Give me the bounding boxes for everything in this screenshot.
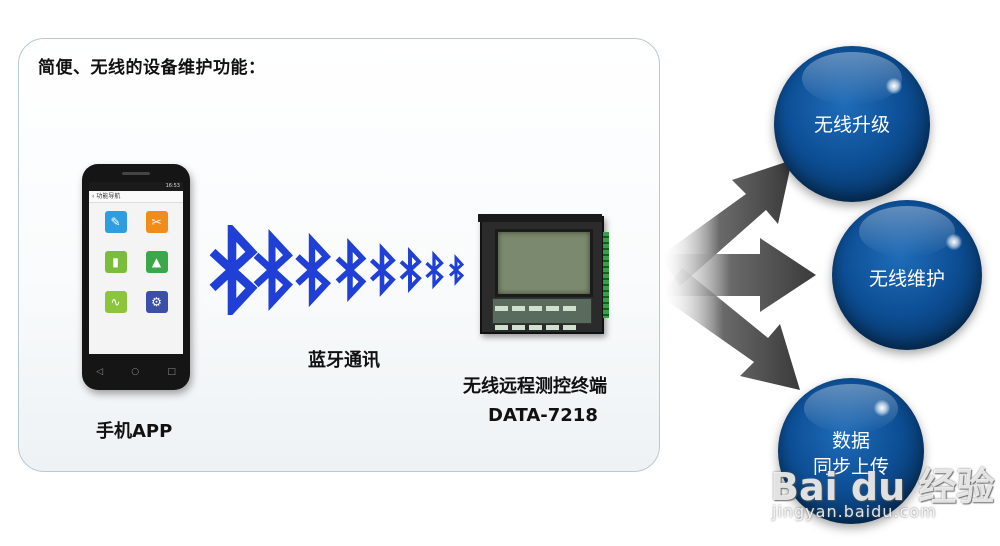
device-terminal-block — [603, 232, 609, 318]
phone-screen: 16:53 ‹ 功能导航 ✎ ✂ ▮ ▲ ∿ ⚙ — [89, 182, 183, 354]
fan-out-arrows — [660, 160, 816, 390]
app-tile: ▮ — [95, 251, 136, 282]
bluetooth-icon-2 — [253, 229, 293, 311]
device-button-panel — [492, 298, 592, 330]
app-icon-0: ✎ — [104, 211, 127, 233]
bluetooth-icon-5 — [369, 243, 396, 297]
phone-status-bar: 16:53 — [89, 182, 183, 191]
circle-wireless-upgrade: 无线升级 — [774, 46, 930, 202]
app-tile: ∿ — [95, 291, 136, 322]
recent-key-icon: □ — [167, 367, 176, 377]
device-name-label: 无线远程测控终端 — [463, 376, 607, 397]
app-icon-4: ∿ — [104, 291, 127, 313]
phone-nav-title: 功能导航 — [96, 193, 121, 200]
phone-label: 手机APP — [96, 421, 173, 442]
baidu-watermark-logo: Bai du 经验 — [770, 465, 995, 509]
app-tile: ▲ — [136, 251, 177, 282]
circle-wireless-maintenance: 无线维护 — [832, 200, 982, 350]
bluetooth-icon-6 — [399, 246, 422, 294]
shine-highlight — [874, 400, 890, 416]
bluetooth-icon-3 — [295, 232, 332, 308]
baidu-watermark-url: jingyan.baidu.com — [772, 502, 937, 521]
shine-highlight — [946, 234, 962, 250]
circle-label-data: 数据 — [831, 430, 870, 452]
bluetooth-icon-1 — [209, 225, 258, 315]
device-model-label: DATA-7218 — [488, 405, 598, 426]
device-top-bracket — [478, 214, 602, 222]
circle-label-maintenance: 无线维护 — [868, 268, 945, 290]
circle-label-sync: 同步上传 — [812, 456, 889, 478]
phone-app-grid: ✎ ✂ ▮ ▲ ∿ ⚙ — [89, 203, 183, 330]
home-key-icon: ○ — [131, 367, 140, 377]
back-key-icon: ◁ — [96, 367, 104, 377]
app-tile: ✂ — [136, 211, 177, 242]
phone-nav-keys: ◁ ○ □ — [82, 360, 190, 384]
app-icon-2: ▮ — [104, 251, 127, 273]
app-tile: ⚙ — [136, 291, 177, 322]
phone-speaker — [122, 172, 150, 175]
bluetooth-icon-8 — [448, 254, 465, 286]
bluetooth-icon-7 — [425, 250, 444, 290]
device-lcd-screen — [495, 229, 593, 297]
circle-data-sync: 数据 同步上传 — [778, 378, 924, 524]
arrow-down-right — [660, 268, 800, 390]
shine-highlight — [886, 78, 902, 94]
bluetooth-icon-4 — [335, 237, 367, 303]
bluetooth-label: 蓝牙通讯 — [308, 350, 380, 371]
app-icon-5: ⚙ — [145, 291, 168, 313]
circle-label-upgrade: 无线升级 — [813, 114, 890, 136]
bluetooth-signal — [209, 225, 465, 315]
app-tile: ✎ — [95, 211, 136, 242]
app-icon-1: ✂ — [145, 211, 168, 233]
smartphone-image: 16:53 ‹ 功能导航 ✎ ✂ ▮ ▲ ∿ ⚙ ◁ ○ □ — [82, 164, 190, 390]
remote-terminal-image — [478, 214, 609, 334]
phone-nav-bar: ‹ 功能导航 — [89, 191, 183, 203]
app-icon-3: ▲ — [145, 251, 168, 273]
panel-title: 简便、无线的设备维护功能： — [38, 58, 266, 78]
